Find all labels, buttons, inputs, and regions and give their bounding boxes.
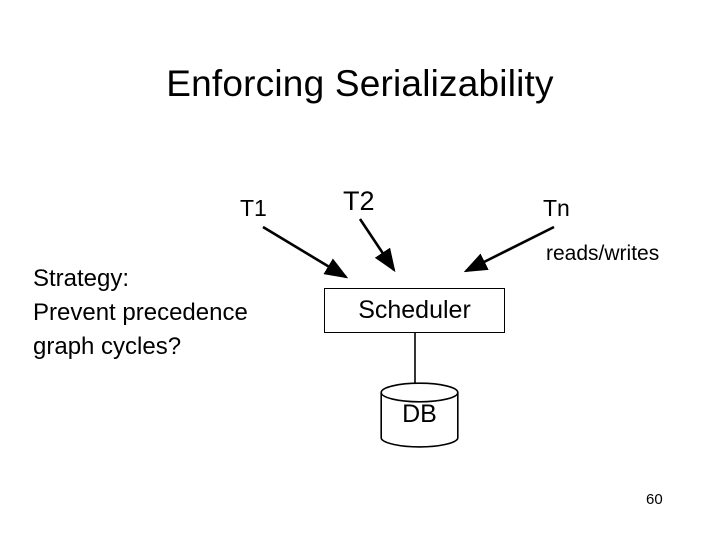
database-cylinder-icon [380, 382, 459, 448]
strategy-line-1: Strategy: [33, 265, 130, 292]
database-label: DB [402, 400, 437, 428]
transaction-label-t2: T2 [343, 186, 375, 216]
transaction-label-t1: T1 [240, 195, 267, 221]
page-number: 60 [646, 491, 663, 508]
strategy-line-2: Prevent precedence [33, 299, 248, 326]
arrow-t2-to-scheduler [358, 218, 396, 273]
arrow-tn-to-scheduler [463, 225, 555, 273]
strategy-line-3: graph cycles? [33, 333, 182, 360]
page-title: Enforcing Serializability [166, 63, 554, 104]
scheduler-node: Scheduler [324, 288, 505, 333]
reads-writes-label: reads/writes [546, 242, 660, 265]
transaction-label-tn: Tn [543, 195, 570, 221]
scheduler-label: Scheduler [358, 296, 471, 324]
strategy-text-block: Strategy: Prevent precedence graph cycle… [33, 262, 248, 364]
arrow-t1-to-scheduler [262, 225, 349, 279]
